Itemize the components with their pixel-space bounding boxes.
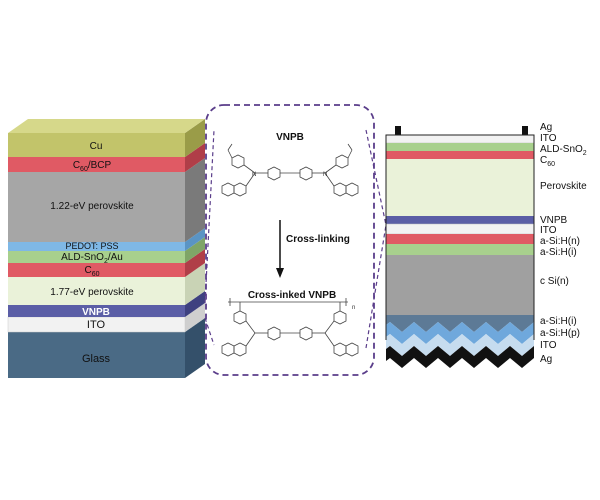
right-layer-stack: Ag ITO ALD-SnO2 C60 Perovskite VNPB ITO … [385,122,587,368]
connector-bottom-right [365,224,387,349]
n-atom-right: N [323,172,327,178]
layer-ito: ITO [7,303,205,333]
crosslinking-label: Cross-linking [286,234,350,245]
pedot-pss-label: PEDOT: PSS [65,241,118,251]
right-labels: Ag ITO ALD-SnO2 C60 Perovskite VNPB ITO … [540,122,587,365]
layer-perovskite-122: 1.22-eV perovskite [8,158,205,242]
crosslinking-arrow-head [276,268,284,278]
right-asi-n [386,234,534,244]
perovskite-177-label: 1.77-eV perovskite [50,287,134,298]
c60-label: C60 [84,265,99,278]
right-asi-p-zigzag [386,322,534,344]
vnpb-crosslinking-panel: VNPB [205,104,375,376]
vnpb-label: VNPB [82,307,110,318]
layer-pedot-pss: PEDOT: PSS [8,228,205,251]
right-asi-i-top [386,244,534,255]
right-label-ald-sno2: ALD-SnO2 [540,144,587,157]
right-c-si [386,255,534,315]
c60-bcp-label: C60/BCP [73,160,112,173]
dashed-frame [205,104,375,376]
right-vnpb [386,216,534,224]
right-label-ag-top: Ag [540,122,552,133]
right-ald-sno2 [386,143,534,151]
right-stack-outline [385,134,535,340]
layer-perovskite-177: 1.77-eV perovskite [8,263,205,305]
perovskite-122-label: 1.22-eV perovskite [50,201,134,212]
layer-ald-sno2-au: ALD-SnO2/Au [8,237,205,265]
connector-bottom-left [204,317,215,346]
right-label-asi-p: a-Si:H(p) [540,328,580,339]
connector-top-right [365,129,387,226]
right-label-asi-i-top: a-Si:H(i) [540,247,577,258]
crosslinked-molecule [221,298,359,357]
right-perovskite [386,159,534,216]
layer-c60-bcp: C60/BCP [8,143,205,173]
right-label-ito-top: ITO [540,133,557,144]
right-label-vnpb: VNPB [540,215,568,226]
right-c60 [386,151,534,159]
layer-c60: C60 [8,249,205,278]
layer-cu: Cu [8,119,205,157]
left-layer-stack: Glass ITO VNPB 1.77-eV perovskite C60 [7,119,205,378]
ag-contact-left [395,126,401,135]
vnpb-molecule [221,143,359,197]
right-ito-mid [385,223,535,235]
right-ito-bottom-zigzag [386,334,534,356]
right-ag-bottom-zigzag [386,346,534,368]
layer-vnpb: VNPB [8,291,205,318]
right-label-ito-bottom: ITO [540,340,557,351]
right-ito-top [385,134,535,144]
polymer-n-subscript: n [352,305,355,311]
right-label-ag-bottom: Ag [540,354,552,365]
right-label-c-si: c Si(n) [540,276,569,287]
ald-sno2-au-label: ALD-SnO2/Au [61,252,123,265]
crosslinked-vnpb-title: Cross-inked VNPB [248,290,336,301]
right-label-asi-i-bottom: a-Si:H(i) [540,316,577,327]
right-label-c60: C60 [540,155,555,168]
glass-label: Glass [82,353,111,365]
right-label-ito-mid: ITO [540,225,557,236]
cu-label: Cu [90,141,103,152]
vnpb-title: VNPB [276,132,304,143]
right-label-perovskite: Perovskite [540,181,587,192]
right-label-asi-n: a-Si:H(n) [540,236,580,247]
ag-contact-right [522,126,528,135]
n-atom-left: N [252,172,256,178]
ito-label: ITO [87,319,106,331]
right-asi-i-bottom-zigzag [386,315,534,332]
